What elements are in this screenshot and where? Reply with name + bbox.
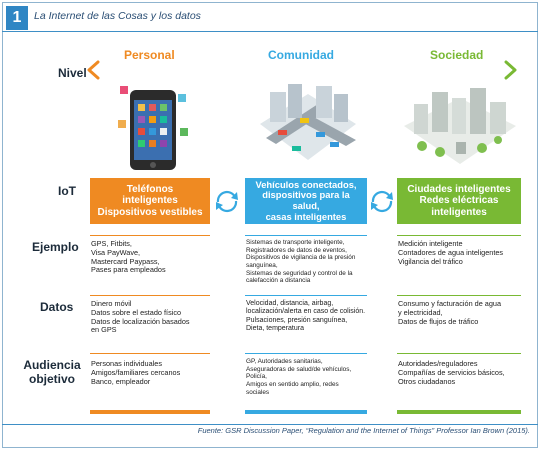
list-item: Policía, — [246, 373, 267, 381]
list-item: Registradores de datos de eventos, — [246, 246, 347, 254]
list-item: Sistemas de transporte inteligente, — [246, 239, 345, 246]
list-item: Amigos en sentido amplio, redes — [246, 381, 339, 389]
level-sociedad: Sociedad — [430, 48, 484, 62]
list-item: sanguínea, — [246, 262, 278, 270]
list-item: sociales — [246, 388, 270, 396]
divider — [245, 353, 367, 354]
datos-comunidad: Velocidad, distancia, airbag, localizaci… — [246, 300, 368, 334]
row-label-datos: Datos — [40, 300, 74, 314]
list-item: Personas individuales — [91, 359, 162, 368]
figure-title: La Internet de las Cosas y los datos — [34, 10, 201, 22]
divider — [90, 295, 210, 296]
cycle-arrows-icon — [216, 190, 238, 213]
divider — [90, 235, 210, 236]
iot-comunidad-line: casas inteligentes — [265, 210, 347, 222]
row-label-audiencia: Audiencia objetivo — [20, 358, 84, 386]
source-caption: Fuente: GSR Discussion Paper, “Regulatio… — [197, 426, 530, 435]
list-item: GP, Autoridades sanitarias, — [246, 358, 323, 365]
list-item: Contadores de agua inteligentes — [398, 247, 504, 257]
level-gradient-arrow — [87, 60, 517, 80]
footer-divider — [2, 424, 538, 425]
list-item: en GPS — [91, 325, 117, 335]
bar-comunidad — [245, 410, 367, 414]
city-intersection-icon — [260, 84, 356, 160]
datos-personal: Dinero móvil Datos sobre el estado físic… — [91, 299, 209, 335]
list-item: Datos de flujos de tráfico — [398, 316, 479, 326]
iot-sociedad-line: Redes eléctricas — [419, 195, 499, 207]
list-item: Otros ciudadanos — [398, 376, 456, 386]
list-item: Autoridades/reguladores — [398, 359, 478, 368]
iot-sociedad-line: inteligentes — [431, 206, 487, 218]
level-comunidad: Comunidad — [268, 48, 334, 62]
divider — [245, 235, 367, 236]
list-item: Pulsaciones, presión sanguínea, — [246, 316, 348, 324]
iot-box-personal: Teléfonos inteligentes Dispositivos vest… — [90, 178, 210, 224]
row-label-ejemplo: Ejemplo — [32, 240, 79, 254]
audiencia-comunidad: GP, Autoridades sanitarias, Aseguradoras… — [246, 358, 368, 396]
list-item: Vigilancia del tráfico — [398, 256, 463, 266]
divider — [397, 353, 521, 354]
divider — [397, 235, 521, 236]
bar-sociedad — [397, 410, 521, 414]
audiencia-personal: Personas individuales Amigos/familiares … — [91, 359, 209, 386]
header-bar — [2, 4, 538, 32]
list-item: Banco, empleador — [91, 376, 151, 386]
list-item: localización/alerta en caso de colisión. — [246, 308, 366, 316]
row-label-iot: IoT — [58, 184, 76, 198]
divider — [245, 295, 367, 296]
bar-personal — [90, 410, 210, 414]
smart-city-icon — [404, 88, 516, 164]
iot-box-comunidad: Vehículos conectados, dispositivos para … — [245, 178, 367, 224]
divider — [90, 353, 210, 354]
list-item: Datos de localización basados — [91, 316, 190, 326]
list-item: Compañías de servicios básicos, — [398, 367, 505, 377]
list-item: GPS, Fitbits, — [91, 239, 132, 248]
list-item: Pases para empleados — [91, 265, 166, 275]
row-label-audiencia-line1: Audiencia — [23, 358, 81, 372]
list-item: Consumo y facturación de agua — [398, 299, 502, 308]
list-item: Medición inteligente — [398, 239, 463, 248]
list-item: y electricidad, — [398, 307, 443, 317]
datos-sociedad: Consumo y facturación de agua y electric… — [398, 299, 522, 326]
cycle-arrows-icon — [371, 190, 393, 213]
iot-sociedad-line: Ciudades inteligentes — [407, 184, 511, 196]
row-label-audiencia-line2: objetivo — [28, 372, 75, 386]
list-item: Dieta, temperatura — [246, 325, 304, 333]
list-item: Aseguradoras de salud/de vehículos, — [246, 365, 352, 373]
list-item: Visa PayWave, — [91, 247, 141, 257]
iot-comunidad-line: dispositivos para la — [262, 189, 350, 201]
iot-comunidad-line: salud, — [292, 200, 320, 211]
list-item: Mastercard Paypass, — [91, 256, 160, 266]
iot-comunidad-line: Vehículos conectados, — [255, 178, 357, 190]
list-item: Dinero móvil — [91, 299, 132, 308]
list-item: Datos sobre el estado físico — [91, 307, 182, 317]
audiencia-sociedad: Autoridades/reguladores Compañías de ser… — [398, 359, 522, 386]
iot-personal-line: inteligentes — [122, 195, 178, 207]
ejemplo-comunidad: Sistemas de transporte inteligente, Regi… — [246, 239, 368, 285]
iot-box-sociedad: Ciudades inteligentes Redes eléctricas i… — [397, 178, 521, 224]
iot-personal-line: Teléfonos — [126, 184, 174, 196]
ejemplo-sociedad: Medición inteligente Contadores de agua … — [398, 239, 522, 266]
list-item: calefacción a distancia — [246, 277, 311, 285]
iot-personal-line: Dispositivos vestibles — [97, 206, 203, 218]
figure-number: 1 — [6, 6, 28, 30]
smartphone-icon — [118, 86, 188, 170]
divider — [397, 295, 521, 296]
ejemplo-personal: GPS, Fitbits, Visa PayWave, Mastercard P… — [91, 239, 209, 275]
list-item: Sistemas de seguridad y control de la — [246, 269, 353, 277]
list-item: Amigos/familiares cercanos — [91, 367, 181, 377]
list-item: Velocidad, distancia, airbag, — [246, 300, 334, 307]
list-item: Dispositivos de vigilancia de la presión — [246, 254, 356, 262]
row-label-nivel: Nivel — [58, 66, 87, 80]
level-personal: Personal — [124, 48, 175, 62]
